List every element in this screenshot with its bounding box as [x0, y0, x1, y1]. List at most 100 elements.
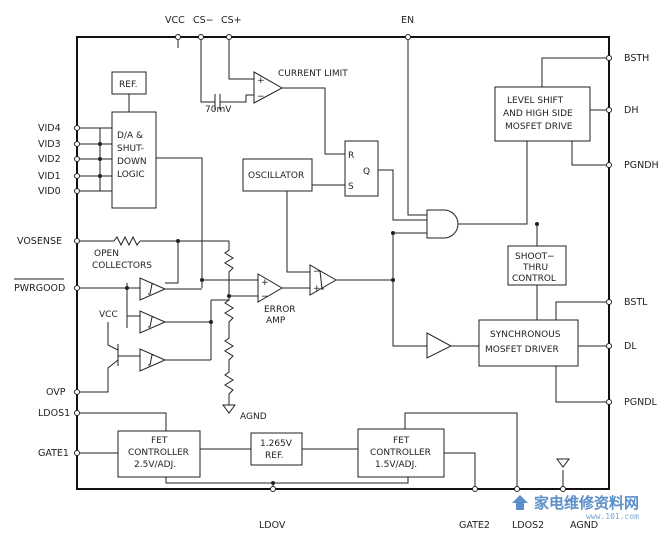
- svg-text:+: +: [313, 284, 321, 294]
- watermark: 家电维修资料网 www.101.com: [512, 494, 639, 521]
- fet-controller-2: [357, 428, 445, 478]
- pin-pgndl[interactable]: PGNDL: [606, 397, 658, 408]
- pin-bstl[interactable]: BSTL: [606, 297, 649, 308]
- fet-controller-1: [117, 430, 201, 478]
- pin-label-pgndh: PGNDH: [624, 160, 659, 171]
- pin-pwrgood[interactable]: PWRGOOD: [14, 278, 80, 294]
- shoot-thru-label-2: THRU: [522, 263, 548, 273]
- pin-gate2[interactable]: GATE2: [459, 486, 490, 532]
- current-limit-comparator: [253, 71, 284, 104]
- vcc-internal-label: VCC: [99, 310, 118, 320]
- pin-label-vid4: VID4: [38, 123, 61, 134]
- pin-vid2[interactable]: VID2: [38, 154, 80, 165]
- svg-text:−: −: [257, 92, 265, 102]
- shoot-thru-block: [507, 245, 567, 286]
- error-amp-label-1: ERROR: [264, 305, 296, 315]
- pin-cs-plus[interactable]: CS+: [221, 15, 242, 40]
- error-amp-label-2: AMP: [266, 316, 286, 326]
- pin-label-ldov: LDOV: [259, 520, 286, 531]
- dac-label-2: SHUT-: [117, 144, 144, 154]
- window-comparator-1: [139, 277, 167, 301]
- pin-vosense[interactable]: VOSENSE: [17, 236, 80, 247]
- pin-label-vcc: VCC: [165, 15, 185, 26]
- pin-dl[interactable]: DL: [606, 341, 638, 352]
- open-collectors-label-2: COLLECTORS: [92, 261, 152, 271]
- dac-label-4: LOGIC: [117, 170, 145, 180]
- pin-label-vid1: VID1: [38, 171, 61, 182]
- shoot-thru-label-3: CONTROL: [512, 274, 556, 284]
- current-limit-label: CURRENT LIMIT: [278, 69, 348, 79]
- pin-ldos1[interactable]: LDOS1: [38, 408, 80, 419]
- pin-label-bsth: BSTH: [624, 53, 649, 64]
- pin-vid0[interactable]: VID0: [38, 186, 80, 197]
- svg-text:+: +: [257, 76, 265, 86]
- sync-driver-block: [478, 319, 579, 367]
- latch-s-label: S: [348, 182, 354, 192]
- level-shift-label-3: MOSFET DRIVE: [505, 122, 573, 132]
- fet1-label-2: CONTROLLER: [128, 448, 189, 458]
- ref-1265-label-2: REF.: [265, 451, 284, 461]
- watermark-text: 家电维修资料网: [534, 494, 639, 512]
- oscillator-label: OSCILLATOR: [248, 171, 304, 181]
- voltage-70mv-label: 70mV: [205, 105, 232, 115]
- pin-dh[interactable]: DH: [606, 105, 639, 116]
- svg-text:−: −: [261, 292, 269, 302]
- pin-gate1[interactable]: GATE1: [38, 448, 80, 459]
- chip-outline: [76, 36, 610, 490]
- pin-vid4[interactable]: VID4: [38, 123, 80, 134]
- agnd-ground-symbol: [556, 458, 570, 468]
- sync-driver-label-1: SYNCHRONOUS: [490, 330, 561, 340]
- pin-label-vid3: VID3: [38, 139, 61, 150]
- pin-label-bstl: BSTL: [624, 297, 648, 308]
- pin-label-en: EN: [401, 15, 414, 26]
- pin-cs-minus[interactable]: CS−: [193, 15, 214, 40]
- latch-q-label: Q: [363, 167, 370, 177]
- sync-driver-label-2: MOSFET DRIVER: [485, 345, 559, 355]
- pwm-comparator: [309, 264, 338, 296]
- pin-label-vid2: VID2: [38, 154, 61, 165]
- pin-vid3[interactable]: VID3: [38, 139, 80, 150]
- open-collectors-label-1: OPEN: [94, 249, 119, 259]
- level-shift-label-2: AND HIGH SIDE: [503, 109, 573, 119]
- pin-label-vid0: VID0: [38, 186, 61, 197]
- pin-ldov[interactable]: LDOV: [259, 486, 286, 532]
- pin-pgndh[interactable]: PGNDH: [606, 160, 659, 171]
- rs-latch: [344, 140, 379, 197]
- fet1-label-1: FET: [151, 436, 168, 446]
- ref-block-label: REF.: [119, 80, 138, 90]
- level-shift-block: [494, 86, 591, 142]
- agnd-internal-symbol: [222, 404, 236, 414]
- pin-bsth[interactable]: BSTH: [606, 53, 650, 64]
- dac-label-3: DOWN: [117, 157, 147, 167]
- fet1-label-3: 2.5V/ADJ.: [134, 460, 176, 470]
- pin-vcc-top[interactable]: VCC: [165, 15, 185, 40]
- dac-logic-block: [111, 111, 157, 209]
- pin-label-dl: DL: [624, 341, 637, 352]
- pin-label-vosense: VOSENSE: [17, 236, 62, 247]
- watermark-url: www.101.com: [586, 512, 639, 521]
- level-shift-label-1: LEVEL SHIFT: [507, 96, 564, 106]
- pin-label-pgndl: PGNDL: [624, 397, 658, 408]
- dac-label-1: D/A &: [117, 131, 143, 141]
- low-side-buffer: [426, 332, 453, 359]
- pin-label-ovp: OVP: [46, 387, 66, 398]
- window-comparator-2: [139, 310, 167, 334]
- shoot-thru-label-1: SHOOT−: [515, 252, 555, 262]
- pin-en[interactable]: EN: [401, 15, 414, 40]
- svg-text:+: +: [261, 278, 269, 288]
- ref-1265-label-1: 1.265V: [260, 439, 293, 449]
- pin-vid1[interactable]: VID1: [38, 171, 80, 182]
- latch-r-label: R: [348, 151, 354, 161]
- pin-agnd-bottom[interactable]: AGND: [560, 486, 599, 532]
- pin-label-cs-minus: CS−: [193, 15, 214, 26]
- pin-label-ldos1: LDOS1: [38, 408, 70, 419]
- error-amp: [257, 273, 283, 303]
- pin-ovp[interactable]: OVP: [46, 387, 80, 398]
- pin-ldos2[interactable]: LDOS2: [512, 486, 544, 532]
- pin-label-cs-plus: CS+: [221, 15, 242, 26]
- pin-label-gate2: GATE2: [459, 520, 490, 531]
- pin-label-dh: DH: [624, 105, 638, 116]
- and-gate: [426, 209, 459, 239]
- fet2-label-1: FET: [393, 436, 410, 446]
